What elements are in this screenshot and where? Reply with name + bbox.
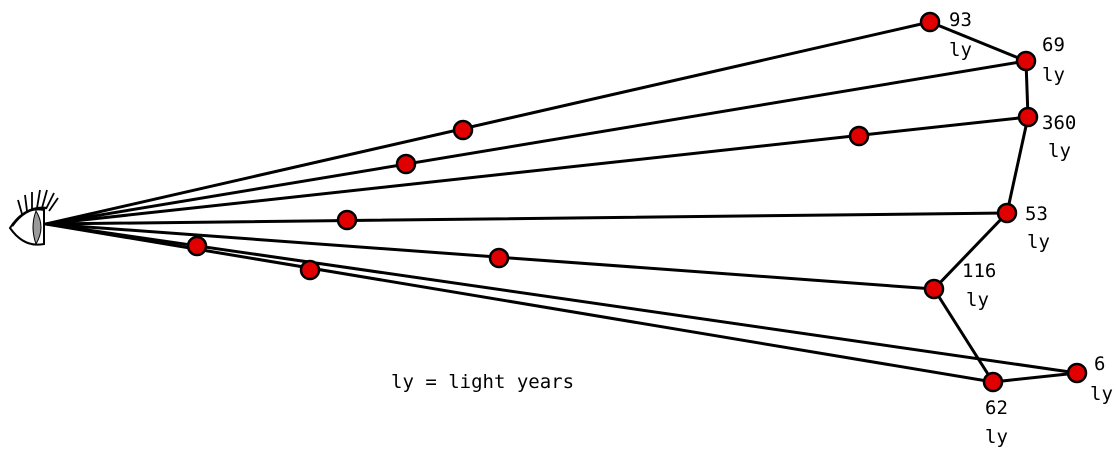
star-6	[1066, 362, 1088, 384]
projected-star-116	[488, 247, 510, 269]
star-distance-label: 62	[985, 397, 1008, 419]
star-53	[996, 202, 1018, 224]
star-unit-label: ly	[1048, 140, 1071, 162]
actual-stars	[919, 11, 1088, 393]
star-93	[919, 11, 941, 33]
star-116	[923, 278, 945, 300]
projected-star-360	[848, 125, 870, 147]
star-360	[1017, 106, 1039, 128]
sight-line-360	[44, 115, 1030, 226]
star-distance-label: 69	[1042, 34, 1065, 56]
star-unit-label: ly	[949, 39, 972, 61]
star-unit-label: ly	[966, 289, 989, 311]
sight-line-53	[44, 211, 1009, 226]
sight-line-69	[44, 59, 1028, 226]
star-distance-label: 93	[949, 9, 972, 31]
sight-line-6	[44, 222, 1079, 375]
distance-labels: 93 ly 69 ly 360 ly 53 ly 116 ly 62 ly 6 …	[949, 9, 1113, 448]
projected-star-62	[186, 235, 208, 257]
star-unit-label: ly	[985, 426, 1008, 448]
projected-star-6	[299, 259, 321, 281]
star-distance-label: 360	[1042, 112, 1076, 134]
projected-star-69	[395, 153, 417, 175]
star-69	[1015, 50, 1037, 72]
star-distance-label: 53	[1025, 203, 1048, 225]
sight-lines	[44, 20, 1079, 384]
projected-star-53	[336, 209, 358, 231]
projected-stars	[186, 119, 870, 281]
eye-icon	[8, 189, 59, 246]
star-distance-label: 6	[1094, 353, 1105, 375]
legend-text: ly = light years	[391, 371, 574, 393]
star-distance-label: 116	[962, 260, 996, 282]
star-62	[982, 371, 1004, 393]
sight-line-93	[44, 20, 932, 226]
star-unit-label: ly	[1090, 383, 1113, 405]
star-unit-label: ly	[1027, 231, 1050, 253]
star-unit-label: ly	[1042, 64, 1065, 86]
projected-star-93	[452, 119, 474, 141]
